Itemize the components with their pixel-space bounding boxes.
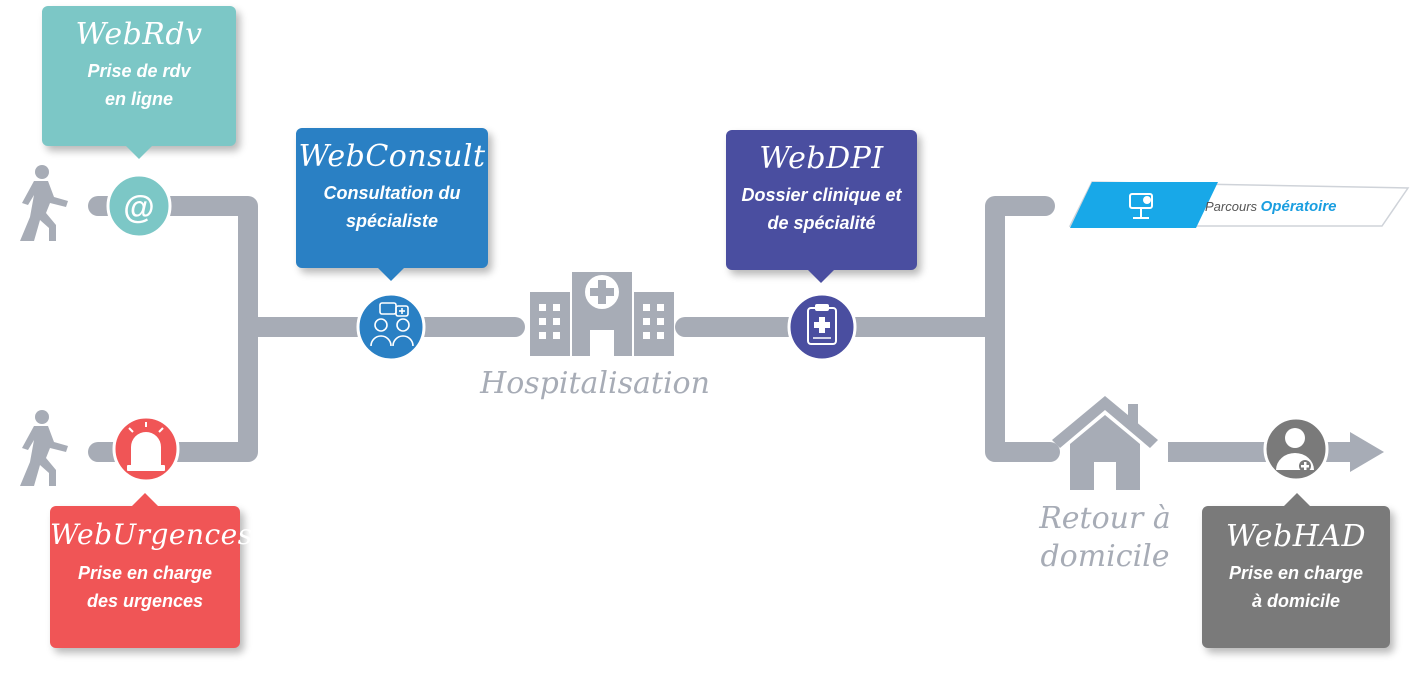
webdpi-description: Dossier clinique et de spécialité bbox=[741, 185, 902, 233]
emergency-light-icon bbox=[112, 415, 180, 483]
retour-domicile-label: Retour à domicile bbox=[1039, 501, 1171, 574]
weburgences-title: WebUrgences bbox=[50, 518, 253, 551]
track-right-branch bbox=[985, 196, 1060, 462]
webconsult-pointer bbox=[378, 268, 404, 281]
webhad-pointer bbox=[1284, 493, 1310, 506]
webconsult-description: Consultation du spécialiste bbox=[323, 183, 461, 231]
webrdv-pointer bbox=[126, 146, 152, 159]
parcours-prefix: Parcours bbox=[1205, 199, 1261, 214]
webdpi-card: WebDPI Dossier clinique et de spécialité bbox=[726, 130, 917, 283]
webhad-description: Prise en charge à domicile bbox=[1228, 563, 1364, 611]
doctors-consultation-icon bbox=[356, 292, 426, 362]
at-sign-icon: @ bbox=[106, 173, 172, 239]
hospitalisation-label: Hospitalisation bbox=[480, 366, 710, 401]
webconsult-card: WebConsult Consultation du spécialiste bbox=[296, 128, 488, 281]
webrdv-title: WebRdv bbox=[75, 17, 203, 52]
webhad-card: WebHAD Prise en charge à domicile bbox=[1202, 493, 1390, 648]
hospital-icon bbox=[530, 272, 674, 356]
walking-person-icon bbox=[20, 410, 68, 486]
weburgences-pointer bbox=[132, 493, 158, 506]
track-top-branch bbox=[88, 196, 258, 462]
medical-clipboard-icon bbox=[787, 292, 857, 362]
parcours-operatoire-label: Parcours Opératoire bbox=[1205, 198, 1337, 215]
webrdv-card: WebRdv Prise de rdv en ligne bbox=[42, 6, 236, 159]
weburgences-card: WebUrgences Prise en charge des urgences bbox=[50, 493, 253, 648]
webdpi-title: WebDPI bbox=[759, 141, 884, 176]
home-care-person-icon bbox=[1263, 416, 1329, 482]
webhad-title: WebHAD bbox=[1225, 519, 1367, 554]
webconsult-title: WebConsult bbox=[298, 139, 486, 174]
arrow-right-icon bbox=[1350, 432, 1384, 472]
webrdv-description: Prise de rdv en ligne bbox=[87, 61, 191, 109]
parcours-highlight: Opératoire bbox=[1260, 198, 1337, 215]
operating-lamp-icon bbox=[1129, 193, 1153, 219]
house-icon bbox=[1052, 396, 1158, 490]
webdpi-pointer bbox=[808, 270, 834, 283]
operatoire-banner bbox=[1068, 181, 1410, 228]
svg-text:@: @ bbox=[123, 189, 154, 225]
walking-person-icon bbox=[20, 165, 68, 241]
weburgences-description: Prise en charge des urgences bbox=[77, 562, 213, 611]
